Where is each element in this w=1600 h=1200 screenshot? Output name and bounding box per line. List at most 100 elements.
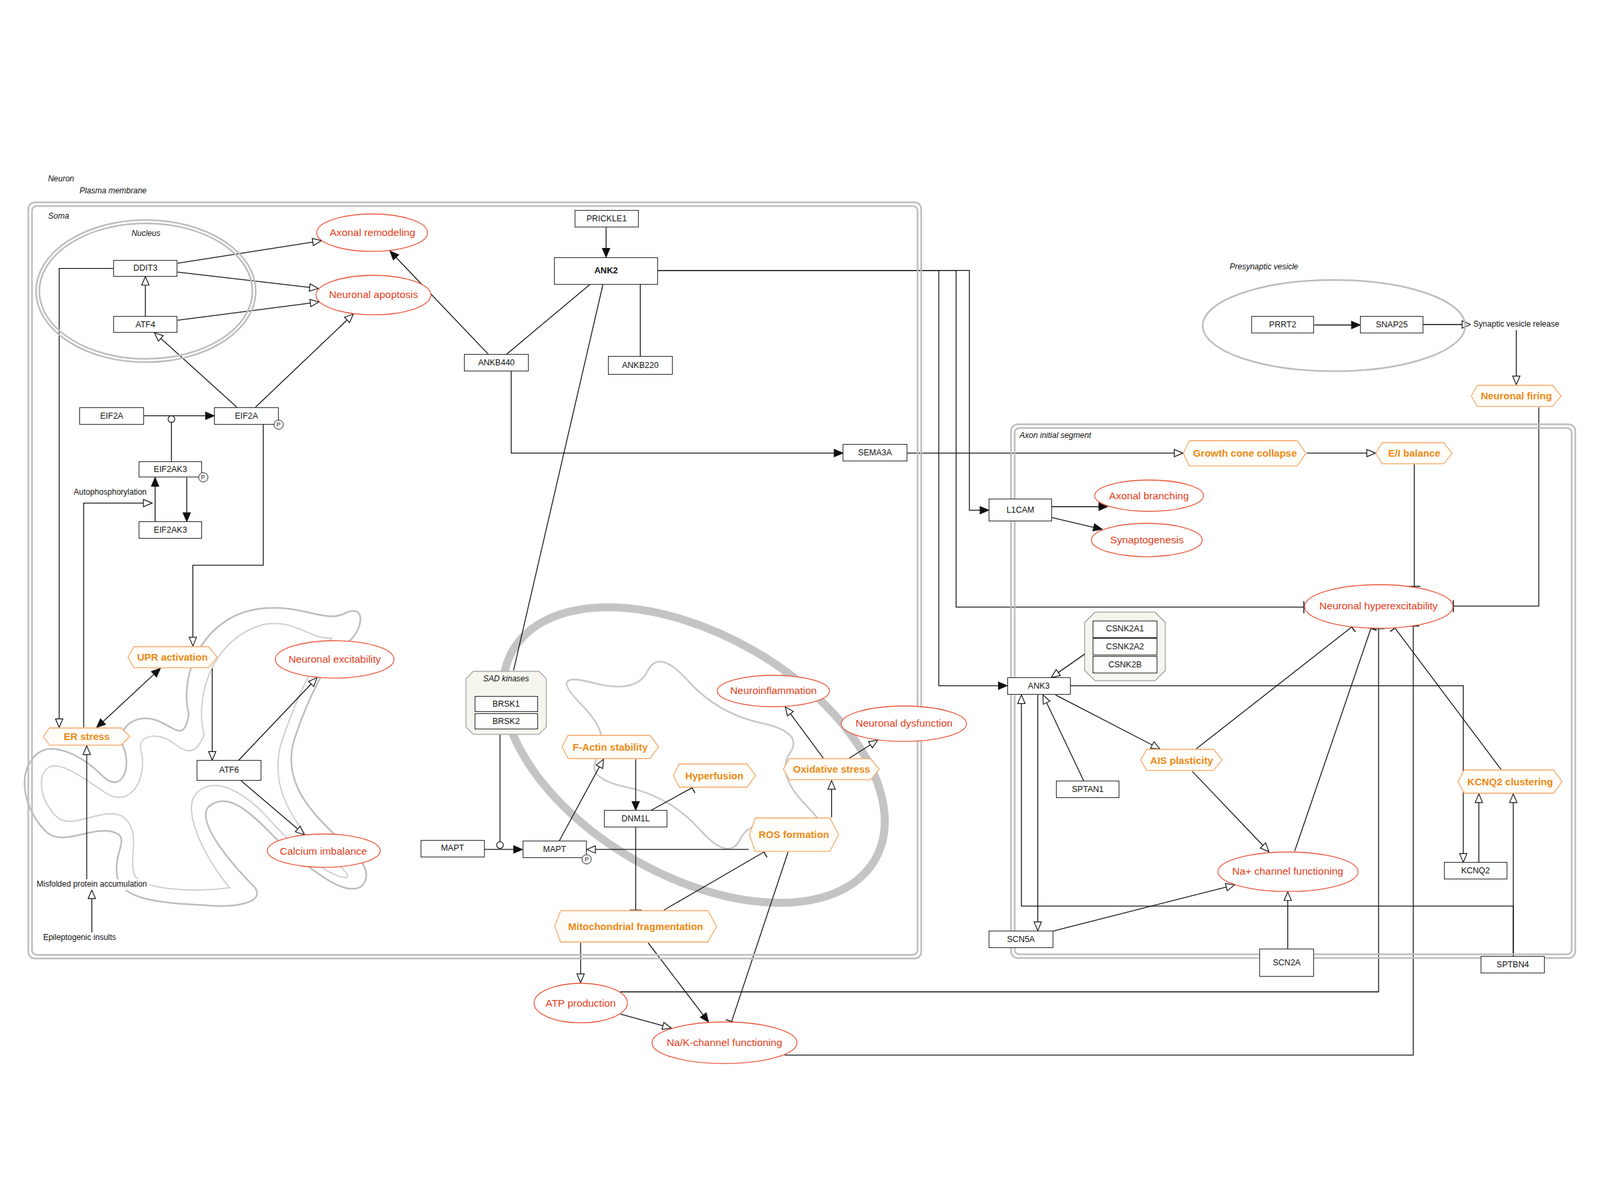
membrane-outer — [28, 202, 922, 958]
connector — [513, 284, 603, 671]
arrowhead — [154, 332, 164, 342]
connector — [1512, 330, 1520, 385]
outcome-ellipse: ATP production — [533, 982, 628, 1024]
arrowhead — [1459, 853, 1467, 862]
gene-box: ATF4 — [113, 316, 178, 332]
connector-line — [658, 270, 980, 511]
connector-line — [1516, 330, 1517, 376]
gene-box: CSNK2A1 — [1092, 620, 1157, 638]
arrowhead — [834, 449, 843, 457]
connector-line — [1037, 694, 1038, 922]
connector-line — [1053, 887, 1227, 932]
connector-line — [511, 371, 834, 453]
connector-line — [84, 503, 144, 728]
connector — [559, 759, 604, 841]
node-text: Misfolded protein accumulation — [36, 880, 147, 890]
outcome-ellipse: Na+ channel functioning — [1217, 851, 1359, 892]
connector — [484, 846, 523, 854]
membrane-inner — [32, 206, 918, 955]
node-text: Neuronal firing — [1480, 390, 1552, 402]
gene-box: SCN5A — [988, 930, 1053, 948]
arrowhead — [310, 299, 320, 307]
ellipse-outline — [534, 983, 628, 1023]
connector-line — [170, 422, 172, 462]
connector-line — [605, 227, 606, 248]
connector-line — [484, 849, 514, 850]
node-text: EIF2A — [100, 411, 124, 421]
node-text: BRSK2 — [492, 716, 520, 726]
connector-line — [1414, 464, 1415, 586]
node-text: Hyperfusion — [685, 770, 744, 782]
phospho-state: P — [582, 854, 592, 864]
connector-line — [513, 284, 603, 671]
connector — [586, 846, 749, 854]
region-label: Neuron — [48, 174, 74, 184]
connector-line — [86, 754, 87, 880]
gene-box: CSNK2B — [1092, 656, 1157, 674]
catalysis-circle — [168, 416, 175, 423]
arrowhead — [586, 846, 596, 854]
node-text: PRICKLE1 — [586, 214, 627, 224]
arrowhead — [1260, 842, 1270, 852]
node-text: F-Actin stability — [572, 741, 648, 753]
process-hexagon: ROS formation — [748, 817, 840, 852]
arrowhead — [998, 682, 1008, 690]
arrowhead — [1174, 449, 1183, 457]
connector — [1196, 622, 1356, 750]
connector — [177, 238, 322, 264]
arrowhead — [785, 706, 794, 716]
connector — [849, 740, 878, 758]
process-hexagon: Hyperfusion — [672, 763, 757, 788]
arrowhead — [1366, 449, 1376, 457]
arrowhead — [596, 759, 604, 769]
ellipse-outline — [275, 640, 394, 678]
node-text: ROS formation — [758, 828, 830, 840]
connector-line — [1055, 694, 1152, 745]
hexagon-outline — [1140, 749, 1222, 771]
connector-line — [784, 626, 1414, 1056]
ellipse-outline — [316, 275, 431, 315]
hexagon-outline — [1183, 440, 1306, 466]
arrowhead — [1512, 376, 1520, 385]
connector — [630, 827, 642, 910]
phospho-state: P — [198, 472, 208, 483]
connector — [208, 668, 216, 761]
arrowhead — [189, 637, 197, 646]
gene-box: EIF2AK3 — [138, 461, 202, 478]
hexagon-outline — [749, 818, 839, 852]
arrowhead — [1150, 742, 1160, 750]
connector-line — [1287, 900, 1288, 950]
connector-line — [177, 272, 310, 288]
connector — [640, 284, 641, 356]
process-hexagon: Mitochondrial fragmentation — [554, 910, 718, 943]
process-hexagon: Oxidative stress — [782, 758, 880, 781]
connector — [1314, 321, 1360, 329]
connector-line — [658, 270, 1304, 608]
arrowhead — [1034, 922, 1042, 931]
arrowhead — [632, 801, 640, 810]
node-text: Axonal branching — [1109, 490, 1190, 502]
process-hexagon: F-Actin stability — [561, 734, 660, 760]
connector — [511, 371, 843, 457]
arrowhead — [868, 740, 878, 748]
node-text: Plasma membrane — [79, 186, 147, 196]
connector-line — [907, 452, 1175, 454]
arrowhead — [828, 780, 836, 790]
ellipse-outline — [316, 214, 428, 252]
connector — [1070, 686, 1468, 863]
connector-line — [1306, 452, 1367, 454]
node-text: SNAP25 — [1376, 320, 1408, 330]
arrowhead — [142, 276, 150, 286]
connector — [784, 626, 1420, 1056]
connector-line — [255, 320, 347, 408]
connector — [828, 780, 836, 818]
arrowhead — [662, 1022, 672, 1030]
node-text: Presynaptic vesicle — [1230, 262, 1299, 272]
node-text: Synaptogenesis — [1110, 534, 1184, 546]
text-node: Misfolded protein accumulation — [34, 879, 150, 890]
connector — [1423, 320, 1471, 328]
connector-line — [1512, 802, 1514, 956]
node-text: AIS plasticity — [1150, 754, 1213, 766]
gene-box: SPTAN1 — [1056, 780, 1120, 798]
node-text: SPTBN4 — [1496, 960, 1530, 970]
